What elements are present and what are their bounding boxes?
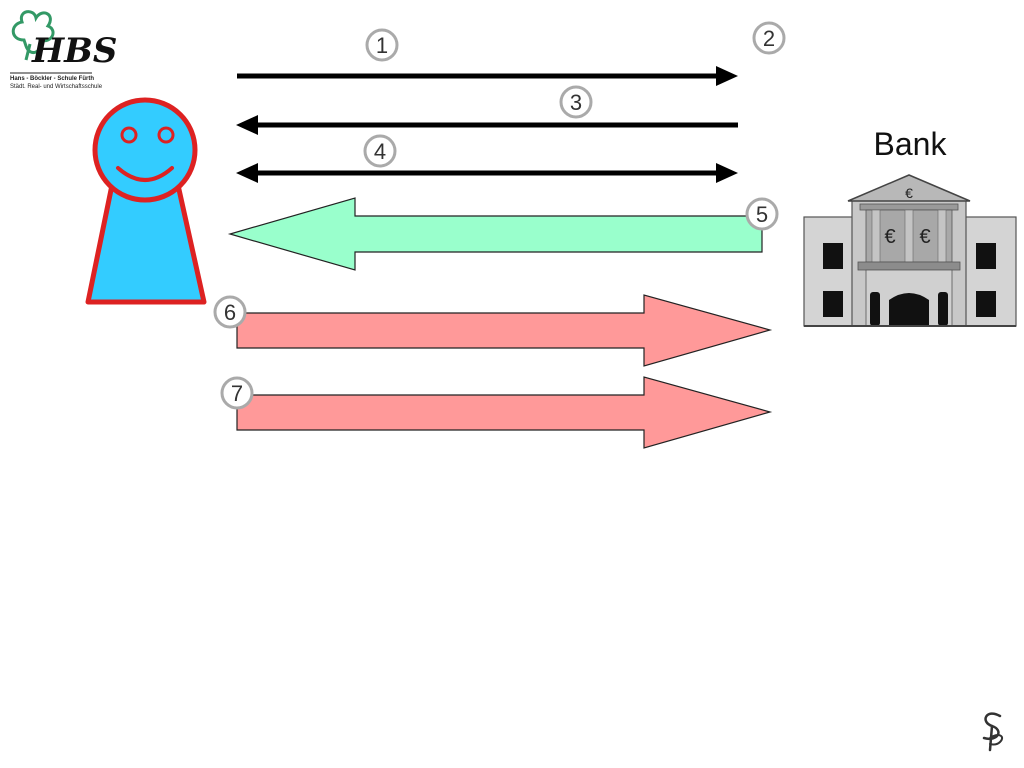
person-eye-right — [157, 126, 175, 144]
person-smile — [116, 166, 174, 182]
bank-building-icon: € € € — [803, 174, 1017, 327]
person-eye-left — [120, 126, 138, 144]
step-number-3: 3 — [570, 90, 582, 115]
step-marker-7: 7 — [220, 376, 254, 410]
person-body — [85, 182, 207, 305]
logo-school-type: Städt. Real- und Wirtschaftsschule — [10, 84, 103, 90]
author-signature-icon — [982, 712, 1004, 752]
step-marker-6: 6 — [213, 295, 247, 329]
euro-symbol-pediment: € — [905, 185, 913, 201]
arrow-step-4 — [236, 163, 738, 183]
step-number-7: 7 — [231, 381, 243, 406]
step-number-2: 2 — [763, 26, 775, 51]
arrow-step-3 — [236, 115, 738, 135]
step-number-5: 5 — [756, 202, 768, 227]
step-number-1: 1 — [376, 33, 388, 58]
clover-icon — [11, 10, 55, 61]
logo-school-name: Hans - Böckler - Schule Fürth — [10, 76, 94, 82]
euro-symbol-left: € — [884, 226, 895, 248]
step-marker-4: 4 — [363, 134, 397, 168]
step-marker-2: 2 — [752, 21, 786, 55]
step-marker-5: 5 — [745, 197, 779, 231]
school-logo: HBS Hans - Böckler - Schule Fürth Städt.… — [10, 10, 117, 90]
logo-initials: HBS — [31, 31, 117, 71]
step-number-4: 4 — [374, 139, 386, 164]
step-number-6: 6 — [224, 300, 236, 325]
arrow-step-6 — [236, 294, 773, 367]
person-figure — [85, 97, 207, 305]
arrow-step-7 — [236, 376, 773, 449]
arrow-step-1 — [237, 66, 738, 86]
euro-symbol-right: € — [919, 226, 930, 248]
arrow-step-5 — [227, 197, 763, 271]
step-marker-1: 1 — [365, 28, 399, 62]
bank-label: Bank — [874, 126, 948, 162]
step-marker-3: 3 — [559, 85, 593, 119]
person-head — [92, 97, 198, 203]
